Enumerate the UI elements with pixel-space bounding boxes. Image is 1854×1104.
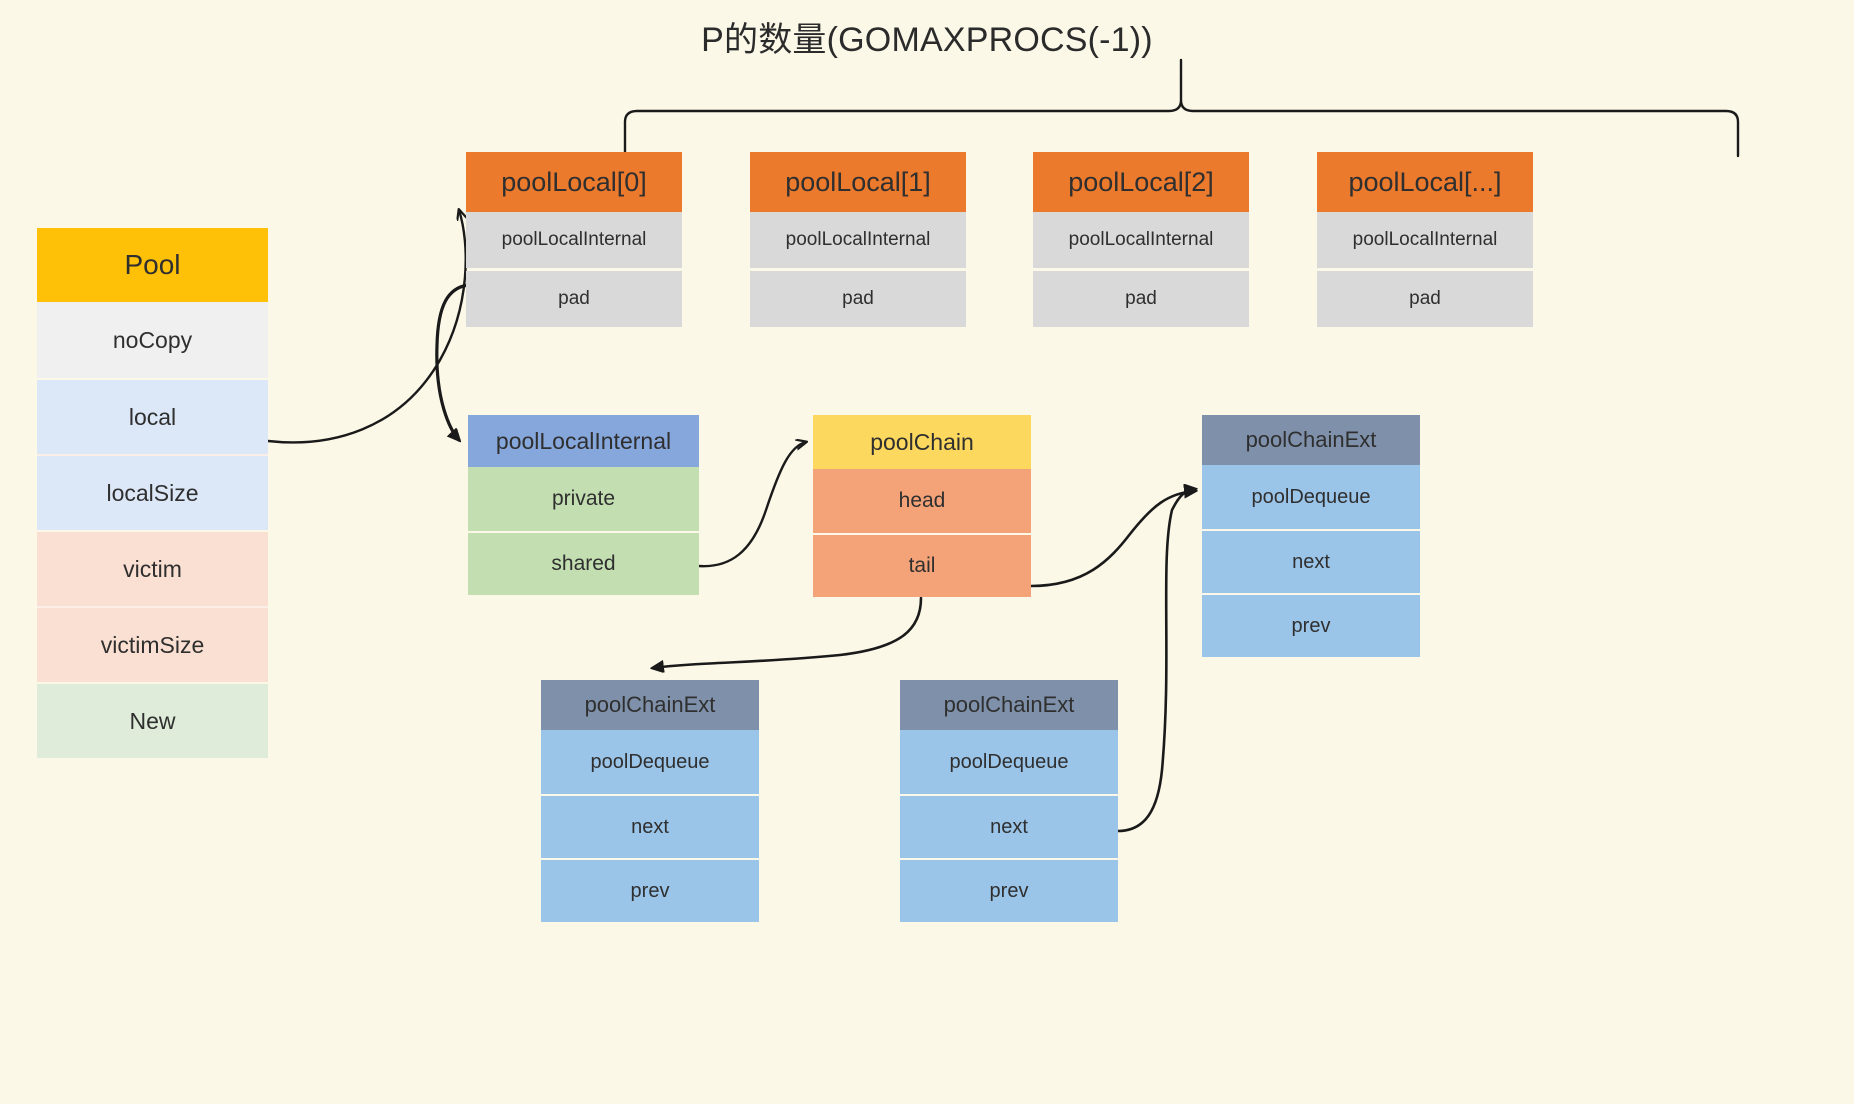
poolchainext-right-field-prev: prev bbox=[1202, 593, 1420, 657]
poollocal-2-field-poollocalinternal: poolLocalInternal bbox=[1033, 212, 1249, 268]
pool-field-victim: victim bbox=[37, 530, 268, 606]
poolchainext-right-header: poolChainExt bbox=[1202, 415, 1420, 465]
poolchainext-bottom-mid-field-pooldequeue: poolDequeue bbox=[900, 730, 1118, 794]
pool-field-victimsize: victimSize bbox=[37, 606, 268, 682]
poollocal-1-header: poolLocal[1] bbox=[750, 152, 966, 212]
poolchainext-bottom-left-field-pooldequeue: poolDequeue bbox=[541, 730, 759, 794]
arrow-next-to-poolchainext-right bbox=[1116, 489, 1195, 833]
poolchainext-bottom-mid-field-next: next bbox=[900, 794, 1118, 858]
arrow-tail-to-poolchainext-bottom-left bbox=[653, 596, 923, 668]
poolchainext-bottom-left-field-prev: prev bbox=[541, 858, 759, 922]
poolchain-field-head: head bbox=[813, 469, 1031, 533]
poolchainext-bottom-left-struct: poolChainExt poolDequeue next prev bbox=[541, 680, 759, 922]
poolchainext-bottom-mid-struct: poolChainExt poolDequeue next prev bbox=[900, 680, 1118, 922]
poollocal-n-field-pad: pad bbox=[1317, 271, 1533, 327]
poolchain-field-tail: tail bbox=[813, 533, 1031, 597]
poollocal-2-struct: poolLocal[2] poolLocalInternal pad bbox=[1033, 152, 1249, 327]
pool-field-nocopy: noCopy bbox=[37, 302, 268, 378]
poolchain-struct: poolChain head tail bbox=[813, 415, 1031, 597]
poolchain-header: poolChain bbox=[813, 415, 1031, 469]
poollocal-n-struct: poolLocal[...] poolLocalInternal pad bbox=[1317, 152, 1533, 327]
poolchainext-bottom-mid-header: poolChainExt bbox=[900, 680, 1118, 730]
arrow-poollocal0-to-poollocalinternal bbox=[435, 283, 470, 440]
poollocal-0-struct: poolLocal[0] poolLocalInternal pad bbox=[466, 152, 682, 327]
arrow-head-to-poolchainext-right bbox=[1029, 491, 1195, 588]
pool-struct: Pool noCopy local localSize victim victi… bbox=[37, 228, 268, 758]
poolchainext-right-field-pooldequeue: poolDequeue bbox=[1202, 465, 1420, 529]
pool-field-localsize: localSize bbox=[37, 454, 268, 530]
poollocal-1-field-pad: pad bbox=[750, 271, 966, 327]
poollocal-n-field-poollocalinternal: poolLocalInternal bbox=[1317, 212, 1533, 268]
arrow-local-to-poollocal0 bbox=[266, 210, 466, 444]
pool-header: Pool bbox=[37, 228, 268, 302]
poollocal-0-field-pad: pad bbox=[466, 271, 682, 327]
arrow-shared-to-poolchain bbox=[697, 442, 806, 568]
poolchainext-bottom-mid-field-prev: prev bbox=[900, 858, 1118, 922]
poollocalinternal-header: poolLocalInternal bbox=[468, 415, 699, 467]
poolchainext-bottom-left-header: poolChainExt bbox=[541, 680, 759, 730]
poollocal-0-field-poollocalinternal: poolLocalInternal bbox=[466, 212, 682, 268]
poollocal-1-struct: poolLocal[1] poolLocalInternal pad bbox=[750, 152, 966, 327]
poollocal-2-field-pad: pad bbox=[1033, 271, 1249, 327]
gomaxprocs-brace bbox=[623, 58, 1740, 158]
poollocal-n-header: poolLocal[...] bbox=[1317, 152, 1533, 212]
poollocalinternal-field-shared: shared bbox=[468, 531, 699, 595]
poollocalinternal-field-private: private bbox=[468, 467, 699, 531]
pool-field-new: New bbox=[37, 682, 268, 758]
poollocalinternal-struct: poolLocalInternal private shared bbox=[468, 415, 699, 595]
poolchainext-bottom-left-field-next: next bbox=[541, 794, 759, 858]
poolchainext-right-struct: poolChainExt poolDequeue next prev bbox=[1202, 415, 1420, 657]
poolchainext-right-field-next: next bbox=[1202, 529, 1420, 593]
poollocal-2-header: poolLocal[2] bbox=[1033, 152, 1249, 212]
poollocal-1-field-poollocalinternal: poolLocalInternal bbox=[750, 212, 966, 268]
diagram-title: P的数量(GOMAXPROCS(-1)) bbox=[701, 21, 1153, 59]
pool-field-local: local bbox=[37, 378, 268, 454]
poollocal-0-header: poolLocal[0] bbox=[466, 152, 682, 212]
